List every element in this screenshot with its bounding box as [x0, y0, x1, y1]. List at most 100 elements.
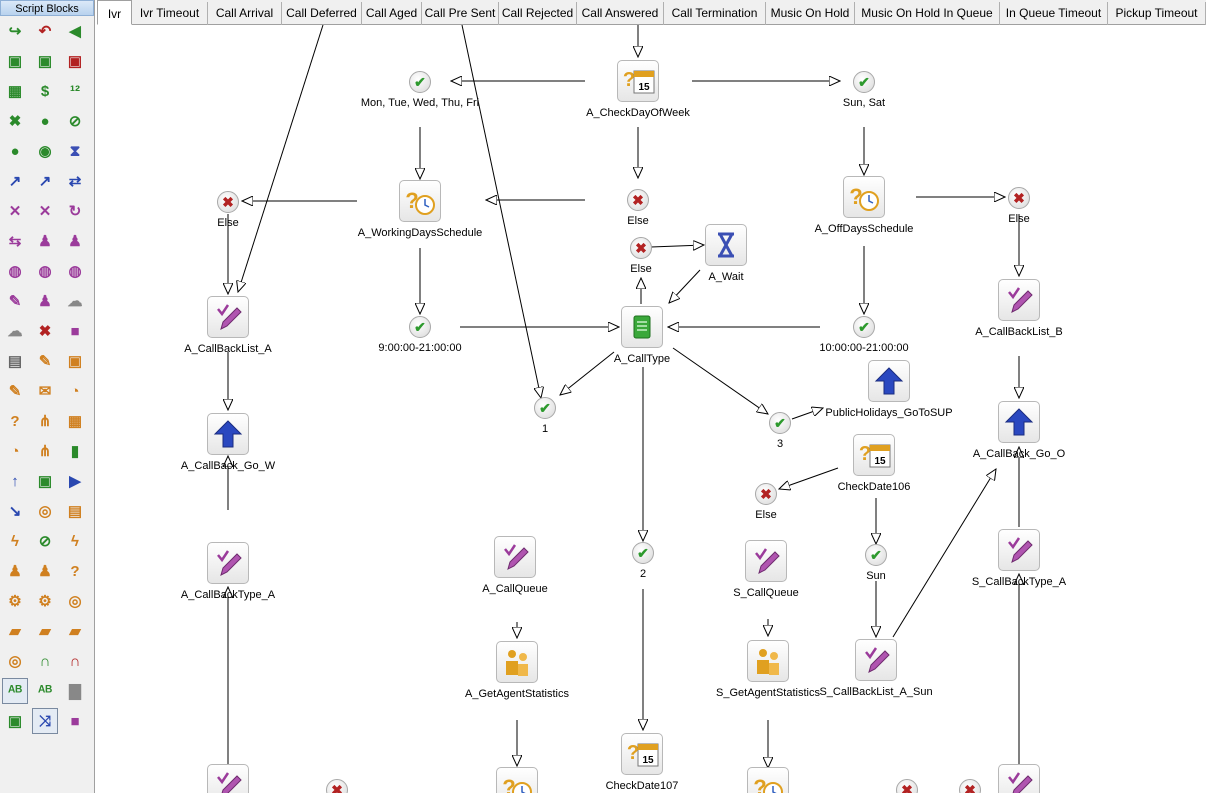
screen-icon[interactable]: ▣: [37, 472, 53, 490]
route-icon[interactable]: ↗: [8, 172, 22, 190]
tab-call-aged[interactable]: Call Aged: [362, 2, 422, 25]
condition-true-icon[interactable]: ✔: [632, 542, 654, 564]
goto-block[interactable]: [868, 360, 910, 402]
agent-settings-icon[interactable]: ⚙: [38, 592, 52, 610]
condition-true-icon[interactable]: ✔: [769, 412, 791, 434]
agents-icon[interactable]: ♟: [8, 562, 22, 580]
calendar-block[interactable]: 15?: [621, 733, 663, 775]
branch-orange-icon[interactable]: ⋔: [38, 412, 52, 430]
pencil-block[interactable]: [207, 542, 249, 584]
document-icon[interactable]: ▤: [7, 352, 23, 370]
calendar-question-icon[interactable]: ▦: [67, 412, 83, 430]
grey-block-icon[interactable]: ▇: [69, 682, 81, 700]
play-sound-icon[interactable]: ◀: [69, 22, 81, 40]
condition-else-icon[interactable]: ✖: [896, 779, 918, 793]
lifebuoy-icon[interactable]: ◎: [8, 652, 22, 670]
mute-icon[interactable]: ✖: [8, 112, 22, 130]
abc-arrow-icon[interactable]: ᴬᴮ: [37, 682, 53, 700]
folder-edit-icon[interactable]: ▰: [39, 622, 51, 640]
tab-music-on-hold[interactable]: Music On Hold: [766, 2, 855, 25]
lock-icon[interactable]: ▣: [7, 712, 23, 730]
goto-block[interactable]: [998, 401, 1040, 443]
clock-orange-icon[interactable]: ◔: [70, 382, 80, 400]
tab-call-termination[interactable]: Call Termination: [664, 2, 766, 25]
tv-icon[interactable]: ▣: [7, 52, 23, 70]
currency-announce-icon[interactable]: $: [40, 82, 50, 100]
group-icon[interactable]: ♟: [38, 232, 52, 250]
condition-else-icon[interactable]: ✖: [1008, 187, 1030, 209]
condition-true-icon[interactable]: ✔: [409, 71, 431, 93]
agents-block[interactable]: [496, 641, 538, 683]
condition-true-icon[interactable]: ✔: [409, 316, 431, 338]
pencil-block[interactable]: [998, 279, 1040, 321]
user-globe-icon[interactable]: ◍: [68, 262, 82, 280]
condition-else-icon[interactable]: ✖: [959, 779, 981, 793]
pencil-block[interactable]: [998, 529, 1040, 571]
transfer-icon[interactable]: ↪: [8, 22, 22, 40]
headset-green-icon[interactable]: ∩: [39, 652, 51, 670]
route-condition-icon[interactable]: ↗: [38, 172, 52, 190]
pencil-purple-icon[interactable]: ✎: [8, 292, 22, 310]
pencil-orange-icon[interactable]: ✎: [8, 382, 22, 400]
speech-12-icon[interactable]: ●: [40, 112, 50, 130]
headset-red-icon[interactable]: ∩: [69, 652, 81, 670]
pencil-block[interactable]: [207, 296, 249, 338]
number-announce-icon[interactable]: ¹²: [70, 82, 80, 100]
schedule-block[interactable]: ?: [843, 176, 885, 218]
split-arrows-icon[interactable]: ⤨: [32, 708, 58, 734]
condition-true-icon[interactable]: ✔: [534, 397, 556, 419]
video-icon[interactable]: ■: [70, 322, 80, 340]
condition-true-icon[interactable]: ✔: [853, 316, 875, 338]
folder-block-icon[interactable]: ▰: [69, 622, 81, 640]
pencil-block[interactable]: [998, 764, 1040, 793]
condition-true-icon[interactable]: ✔: [853, 71, 875, 93]
pencil-block[interactable]: [207, 764, 249, 793]
condition-else-icon[interactable]: ✖: [627, 189, 649, 211]
folder-arrow-icon[interactable]: ▰: [9, 622, 21, 640]
tab-in-queue-timeout[interactable]: In Queue Timeout: [1000, 2, 1108, 25]
search-agent-icon[interactable]: ◎: [38, 502, 52, 520]
question-icon[interactable]: ?: [10, 412, 20, 430]
arrow-down-right-icon[interactable]: ↘: [8, 502, 22, 520]
microphone-icon[interactable]: ●: [10, 142, 20, 160]
record-message-icon[interactable]: ◉: [38, 142, 52, 160]
database-block[interactable]: [621, 306, 663, 348]
branch-tree-icon[interactable]: ⋔: [38, 442, 52, 460]
tab-call-deferred[interactable]: Call Deferred: [282, 2, 362, 25]
return-icon[interactable]: ↶: [38, 22, 52, 40]
lock-note-icon[interactable]: ▣: [67, 352, 83, 370]
refresh-users-icon[interactable]: ↻: [68, 202, 82, 220]
wait-block[interactable]: [705, 224, 747, 266]
calendar-block[interactable]: 15?: [853, 434, 895, 476]
pencil-block[interactable]: [745, 540, 787, 582]
users-swap-icon[interactable]: ⇆: [8, 232, 22, 250]
users-globe-icon[interactable]: ◍: [8, 262, 22, 280]
tab-pickup-timeout[interactable]: Pickup Timeout: [1108, 2, 1206, 25]
no-speech-icon[interactable]: ⊘: [68, 112, 82, 130]
tab-music-on-hold-in-queue[interactable]: Music On Hold In Queue: [855, 2, 1000, 25]
condition-else-icon[interactable]: ✖: [755, 483, 777, 505]
date-announce-icon[interactable]: ▦: [7, 82, 23, 100]
condition-else-icon[interactable]: ✖: [326, 779, 348, 793]
tab-ivr[interactable]: Ivr: [97, 0, 132, 25]
database-icon[interactable]: ▮: [70, 442, 80, 460]
tools-icon[interactable]: ✕: [8, 202, 22, 220]
condition-true-icon[interactable]: ✔: [865, 544, 887, 566]
tab-ivr-timeout[interactable]: Ivr Timeout: [132, 2, 208, 25]
email-icon[interactable]: ✉: [38, 382, 52, 400]
users-group-icon[interactable]: ♟: [38, 292, 52, 310]
condition-else-icon[interactable]: ✖: [217, 191, 239, 213]
play-icon[interactable]: ▶: [69, 472, 81, 490]
globe-users-icon[interactable]: ◍: [38, 262, 52, 280]
schedule-block[interactable]: ?: [496, 767, 538, 793]
tab-call-pre-sent[interactable]: Call Pre Sent: [422, 2, 499, 25]
edit-note-icon[interactable]: ✎: [38, 352, 52, 370]
cloud-grey-icon[interactable]: ☁: [7, 322, 23, 340]
tv-stop-icon[interactable]: ▣: [67, 52, 83, 70]
goto-icon[interactable]: ↑: [11, 472, 19, 490]
report-icon[interactable]: ▤: [67, 502, 83, 520]
agent-icon[interactable]: ♟: [68, 232, 82, 250]
schedule-block[interactable]: ?: [399, 180, 441, 222]
condition-else-icon[interactable]: ✖: [630, 237, 652, 259]
tab-call-rejected[interactable]: Call Rejected: [499, 2, 577, 25]
